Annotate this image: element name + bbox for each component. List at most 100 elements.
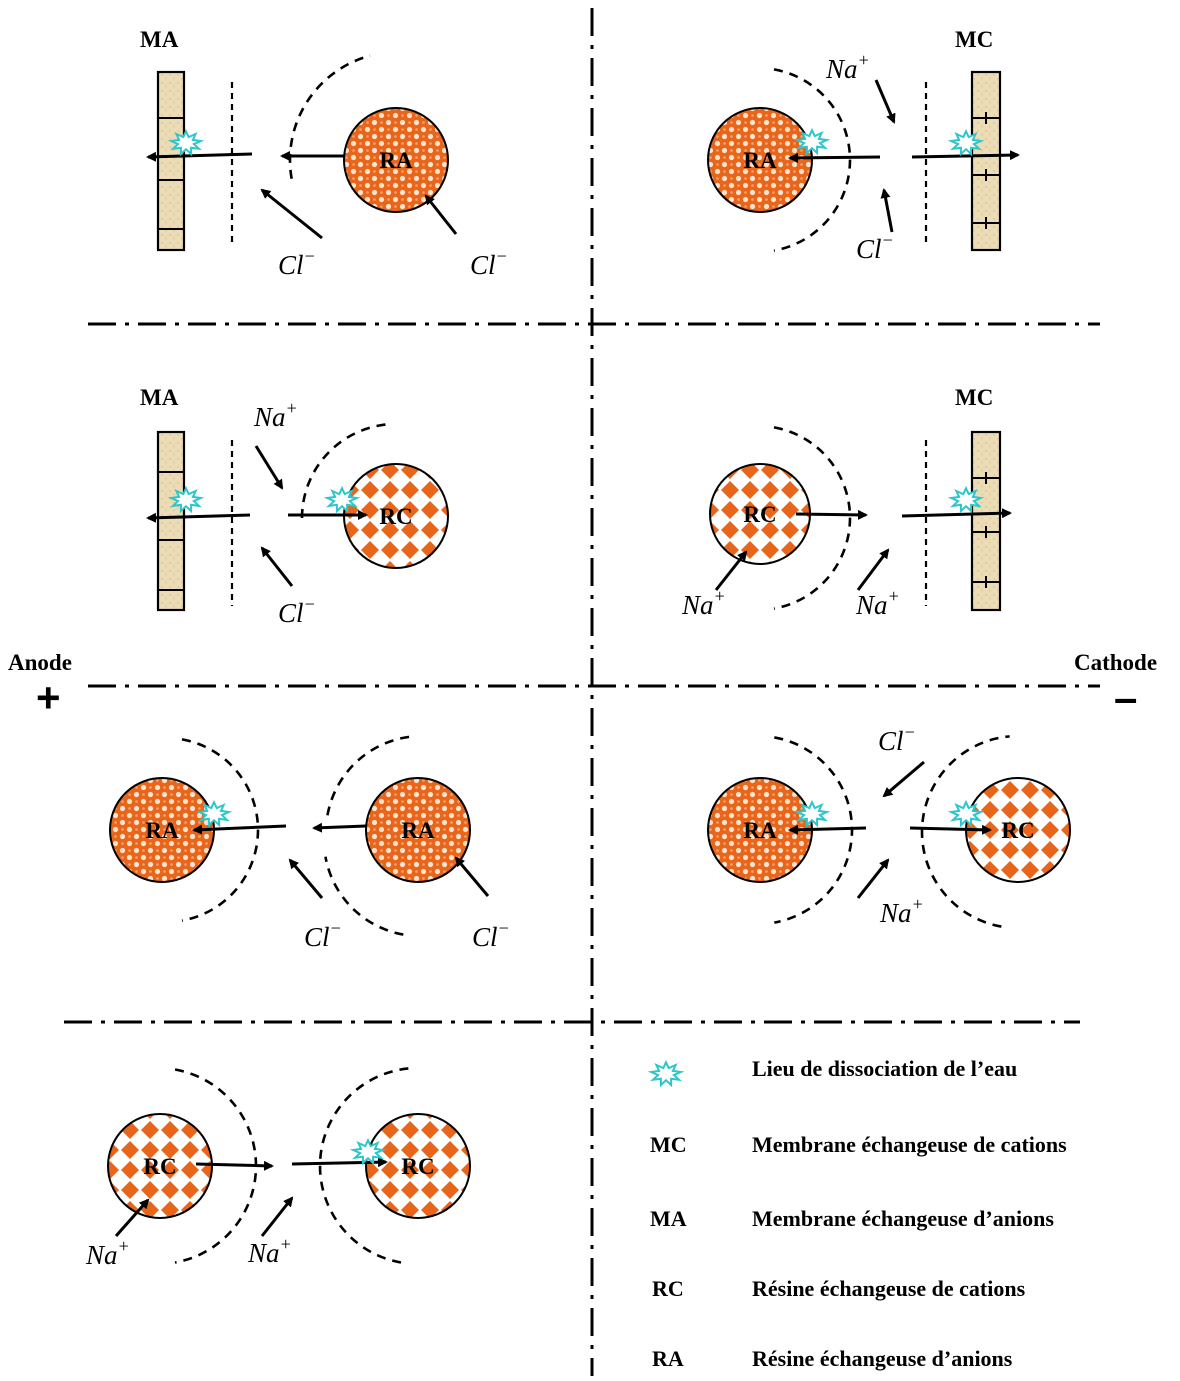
panel6-dissociation-site-rc <box>947 799 985 828</box>
panel1-arrow-cl-a <box>260 188 323 240</box>
legend-dissociation-icon <box>647 1059 685 1088</box>
panel3-ma-membrane-body <box>156 430 186 612</box>
panel1-ma-membrane <box>156 70 186 252</box>
panel5-ion-cl-b-symbol: Cl <box>472 922 498 952</box>
panel2-ion-cl: Cl− <box>856 230 894 264</box>
panel4-arrow-na-a <box>714 550 748 591</box>
panel7-arrow-na-b <box>260 1196 294 1237</box>
panel1-arrow-to-membrane <box>146 151 253 162</box>
panel7-arrow-na-a <box>114 1198 150 1237</box>
panel1-resin-ra: RA <box>343 107 449 213</box>
panel2-resin-ra-body <box>707 107 813 213</box>
panel6-ion-na: Na+ <box>879 894 924 928</box>
panel5-resin-ra-right-label: RA <box>401 818 435 843</box>
legend-ma-code: MA <box>650 1206 687 1231</box>
panel3-ion-cl-symbol: Cl <box>278 598 304 628</box>
legend-ra-code: RA <box>652 1346 684 1371</box>
panel4-mc-membrane <box>970 430 1002 612</box>
panel7-arrow-into-right-resin <box>291 1157 388 1168</box>
legend-dissociation-icon-shape <box>647 1059 685 1088</box>
panel2-arrow-into-resin <box>788 152 881 163</box>
panel3-dissociation-site-resin <box>323 485 361 514</box>
panel6-resin-rc-label: RC <box>1001 818 1034 843</box>
panel6-resin-ra-label: RA <box>743 818 777 843</box>
panel3-dissociation-site-membrane <box>167 485 205 514</box>
panel6-arrow-na <box>856 858 890 899</box>
panel3-ion-cl: Cl− <box>278 594 316 628</box>
panel7-ion-na-a-charge: + <box>118 1236 130 1256</box>
panel6-arrow-into-rc <box>909 824 992 835</box>
panel2-ion-na: Na+ <box>825 50 870 84</box>
cathode-minus-sign: – <box>1114 674 1137 721</box>
panel1-ion-cl-a-symbol: Cl <box>278 250 304 280</box>
panel5-ion-cl-a: Cl− <box>304 918 342 952</box>
panel3-resin-rc-label: RC <box>379 504 412 529</box>
panel7-halo-right <box>318 1067 410 1264</box>
panel2-halo <box>773 68 852 252</box>
panel7-ion-na-b: Na+ <box>247 1234 292 1268</box>
panel6-halo-left <box>774 736 854 924</box>
panel5-resin-ra-right: RA <box>365 777 471 883</box>
panel5-halo-right-bottom <box>324 856 404 936</box>
panel7-ion-na-a-symbol: Na <box>85 1240 118 1270</box>
panel3-arrow-na <box>254 445 284 490</box>
panel7-resin-rc-right-label: RC <box>401 1154 434 1179</box>
panel4-arrow-out-of-resin <box>795 509 868 520</box>
panel6-ion-cl-charge: − <box>904 722 916 742</box>
panel2-arrow-to-membrane <box>911 150 1020 161</box>
panel4-arrow-to-membrane <box>901 508 1012 519</box>
panel2-ion-cl-symbol: Cl <box>856 234 882 264</box>
panel6-halo-right <box>920 735 1010 928</box>
panel1-dissociation-site <box>167 128 205 157</box>
cathode-label: Cathode <box>1074 650 1157 675</box>
legend: Lieu de dissociation de l’eau MC Membran… <box>647 1056 1067 1371</box>
panel5-ion-cl-b-charge: − <box>498 918 510 938</box>
panel7-resin-rc-right-body <box>365 1113 471 1219</box>
panel6-arrow-into-ra <box>788 824 867 835</box>
panel4-dissociation-site <box>947 485 985 514</box>
panel1-ion-cl-b-charge: − <box>496 246 508 266</box>
panel4-arrow-na-b <box>856 548 890 591</box>
panel2-ion-cl-charge: − <box>882 230 894 250</box>
panel3-halo <box>300 423 388 519</box>
mc-label-panel-4: MC <box>955 385 993 410</box>
panel6-ion-cl-symbol: Cl <box>878 726 904 756</box>
panel5-arrow-into-left-resin <box>192 824 287 835</box>
panel4-resin-rc-label: RC <box>743 502 776 527</box>
panel5-ion-cl-a-charge: − <box>330 918 342 938</box>
panel2-dissociation-site-resin <box>793 127 831 156</box>
panel5-halo-left <box>181 738 260 922</box>
panel5-arrow-cl-a <box>288 858 324 899</box>
panel7-resin-rc-left-label: RC <box>143 1154 176 1179</box>
panel5-dissociation-site <box>195 799 233 828</box>
panel7-ion-na-b-symbol: Na <box>247 1238 280 1268</box>
legend-mc-text: Membrane échangeuse de cations <box>752 1132 1067 1157</box>
panel3-ion-na-charge: + <box>286 398 298 418</box>
panel4-ion-na-a: Na+ <box>681 586 726 620</box>
panel5-resin-ra-right-body <box>365 777 471 883</box>
panel3-ion-cl-charge: − <box>304 594 316 614</box>
panel3-ma-membrane <box>156 430 186 612</box>
panel6-ion-cl: Cl− <box>878 722 916 756</box>
panel7-resin-rc-right: RC <box>365 1113 471 1219</box>
panel2-mc-membrane <box>970 70 1002 252</box>
legend-rc-text: Résine échangeuse de cations <box>752 1276 1026 1301</box>
panel6-dissociation-site-ra <box>793 799 831 828</box>
panel2-ion-na-charge: + <box>858 50 870 70</box>
panel3-arrow-to-membrane <box>146 512 251 523</box>
legend-rc-code: RC <box>652 1276 684 1301</box>
panel1-ion-cl-a: Cl− <box>278 246 316 280</box>
panel1-arrow-cl-b <box>424 194 458 235</box>
panel2-ion-na-symbol: Na <box>825 54 858 84</box>
panel5-ion-cl-a-symbol: Cl <box>304 922 330 952</box>
panel6-arrow-cl <box>882 760 925 798</box>
legend-ma-text: Membrane échangeuse d’anions <box>752 1206 1054 1231</box>
panel2-arrow-na <box>874 79 896 124</box>
panel4-ion-na-b-charge: + <box>888 586 900 606</box>
mc-label-panel-2: MC <box>955 27 993 52</box>
panel4-ion-na-a-symbol: Na <box>681 590 714 620</box>
panel1-halo <box>288 54 371 179</box>
panel1-ion-cl-b-symbol: Cl <box>470 250 496 280</box>
